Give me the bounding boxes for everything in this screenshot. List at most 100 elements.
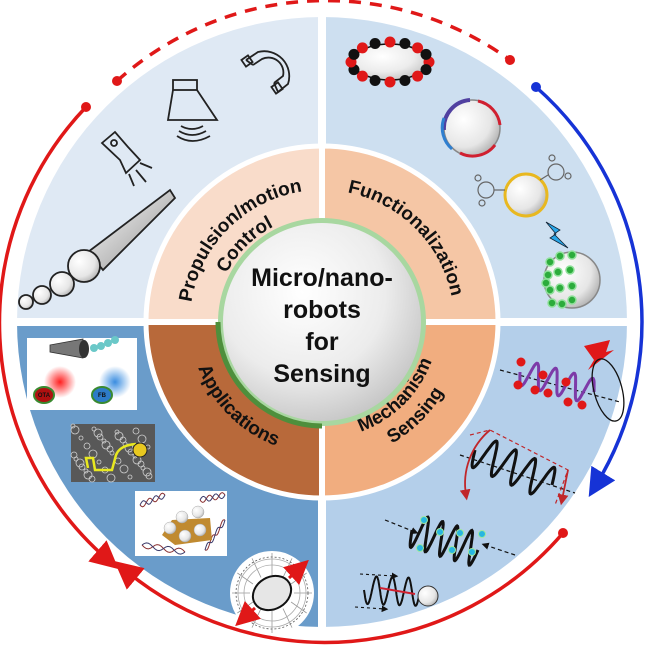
bubble [96,433,104,441]
ring-particle [384,36,396,48]
fluorescent-particle [565,265,575,275]
cell-wall [290,601,307,614]
cell-wall [237,558,307,628]
red-dashed-arc-top [115,0,512,83]
fluorescent-particle [567,281,577,291]
ring-particle [369,74,381,86]
analyte-particle [530,385,540,395]
dna-strand [139,494,166,506]
center-title-line3: for [305,328,339,356]
analyte-particle [436,528,444,536]
cell-wall [243,564,301,622]
ring-particle [412,42,424,54]
analyte-particle [563,397,573,407]
fluorescent-particle [567,295,577,305]
center-title-line4: Sensing [273,360,370,388]
fluorescent-particle [567,250,577,260]
analyte-particle [513,380,523,390]
bubble [109,450,115,456]
bubble [91,426,97,432]
fluorescent-particle [541,278,551,288]
rotating-helix-icon [499,340,625,422]
blue-arc-right [534,85,644,497]
center-sphere [223,223,421,421]
fluorescent-particle [555,283,565,293]
analyte-particle [516,357,526,367]
arc-node [81,102,91,112]
ring-particle [420,48,432,60]
arc-node [558,528,568,538]
bubble [70,425,80,435]
analyte-particle [456,529,464,537]
particle-decorated-ring-icon [345,36,435,88]
bubble [145,472,153,480]
lightning-icon [545,221,569,249]
fluorescent-sphere-icon [541,221,601,309]
bubble [83,442,91,450]
functionalization-icons [345,36,601,309]
ring-particle [356,42,368,54]
ring-particle [384,76,396,88]
arc-node [531,82,541,92]
ring-particle [399,74,411,86]
bubble [96,459,102,465]
red-arc-left [0,105,119,570]
ring-particle [369,38,381,50]
cell-wall [237,572,254,585]
cargo-helix-icon [354,572,439,613]
fluorescent-particle [543,270,553,280]
bubble [127,474,133,480]
fluorescent-particle [557,299,567,309]
center-title-line2: robots [283,296,361,324]
bubble [101,440,111,450]
analyte-particle [468,548,476,556]
application-image-cell-expansion [230,551,314,635]
center-title-line1: Micro/nano- [251,264,393,292]
analyte-particle [478,530,486,538]
bubble [142,467,152,477]
bubble [140,465,146,471]
sensing-mechanism-icons [354,340,625,613]
application-image-dna-detection [135,491,227,556]
analyte-particle [561,377,571,387]
bubble [75,458,85,468]
applications-images: OTA FB [27,336,314,635]
magnet-icon [240,50,291,95]
dna-strand [204,519,226,551]
fluorescent-particle [545,285,555,295]
bubble [83,470,93,480]
analyte-particle [448,546,456,554]
bubble [73,456,79,462]
analyte-particle [538,370,548,380]
application-image-fluorescent-detection: OTA FB [27,336,137,410]
cell-wall [282,608,293,628]
ultrasound-icon [166,79,219,142]
lightning-icon [584,340,614,370]
ring-particle [412,70,424,82]
dna-strand [141,542,186,555]
ring-particle [348,48,360,60]
bubble [78,463,86,471]
bubble [132,427,140,435]
label-ota: OTA [38,393,51,399]
dna-strand [199,493,226,502]
bubble-tube-icon [18,188,177,310]
fluorescent-particle [547,298,557,308]
ring-particle [399,38,411,50]
tumbling-helix-icon [459,429,576,506]
cell-wall [251,558,262,578]
propulsion-icons [18,50,291,310]
arc-node [505,55,515,65]
compressed-helix-icon [384,515,516,567]
application-image-microscopy-trajectory [70,423,155,483]
bubble [119,464,129,474]
analyte-particle [420,516,428,524]
bubble [78,435,84,441]
analyte-particle [577,400,587,410]
ring-particle [420,64,432,76]
coated-sphere-icon [440,98,502,158]
bubble [114,431,124,441]
fluorescent-particle [553,267,563,277]
